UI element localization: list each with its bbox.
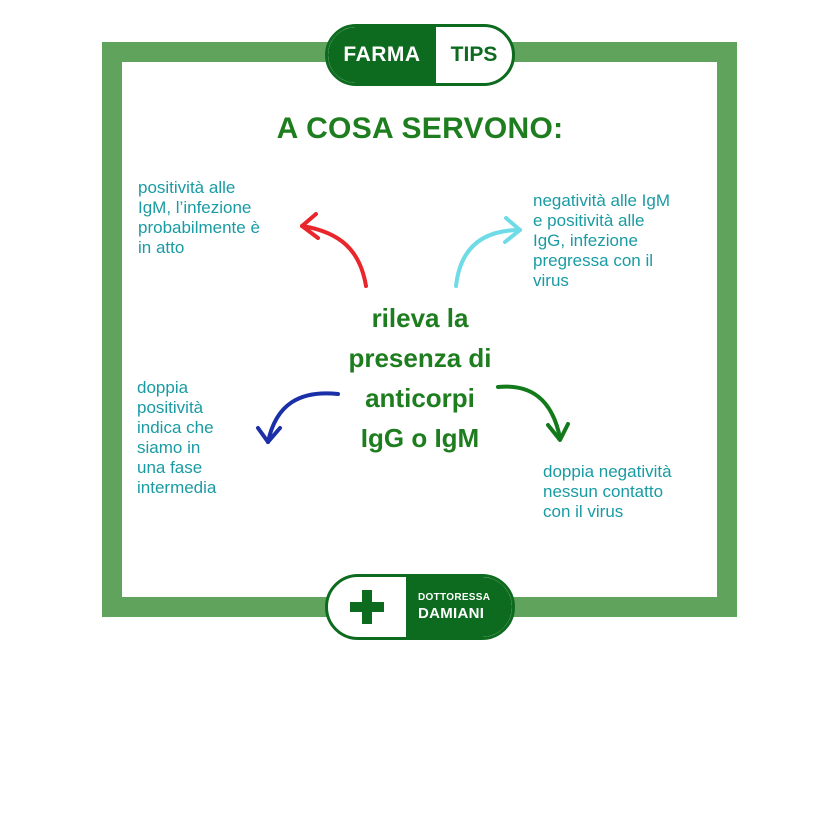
center-line-2: presenza di — [348, 343, 492, 373]
note-bottom-left: doppia positività indica che siamo in un… — [137, 378, 217, 497]
brand-big: DAMIANI — [418, 605, 485, 622]
center-statement: rileva la presenza di anticorpi IgG o Ig… — [320, 298, 520, 458]
center-line-3: anticorpi — [365, 383, 475, 413]
center-line-4: IgG o IgM — [360, 423, 480, 453]
badge-farma: FARMA — [328, 27, 436, 83]
note-bottom-right: doppia negatività nessun contatto con il… — [543, 462, 672, 521]
page-title: A COSA SERVONO: — [276, 112, 564, 145]
badge-tips: TIPS — [450, 43, 498, 66]
note-top-right: negatività alle IgM e positività alle Ig… — [533, 191, 671, 290]
center-line-1: rileva la — [371, 303, 469, 333]
dottoressa-damiani-badge: DOTTORESSA DAMIANI — [325, 574, 515, 640]
brand-block: DOTTORESSA DAMIANI — [406, 577, 512, 637]
farma-tips-badge: FARMA TIPS — [325, 24, 515, 86]
brand-small: DOTTORESSA — [418, 592, 491, 603]
green-frame — [102, 42, 737, 617]
note-top-left: positività alle IgM, l’infezione probabi… — [138, 178, 260, 257]
plus-cross-icon — [328, 577, 406, 637]
